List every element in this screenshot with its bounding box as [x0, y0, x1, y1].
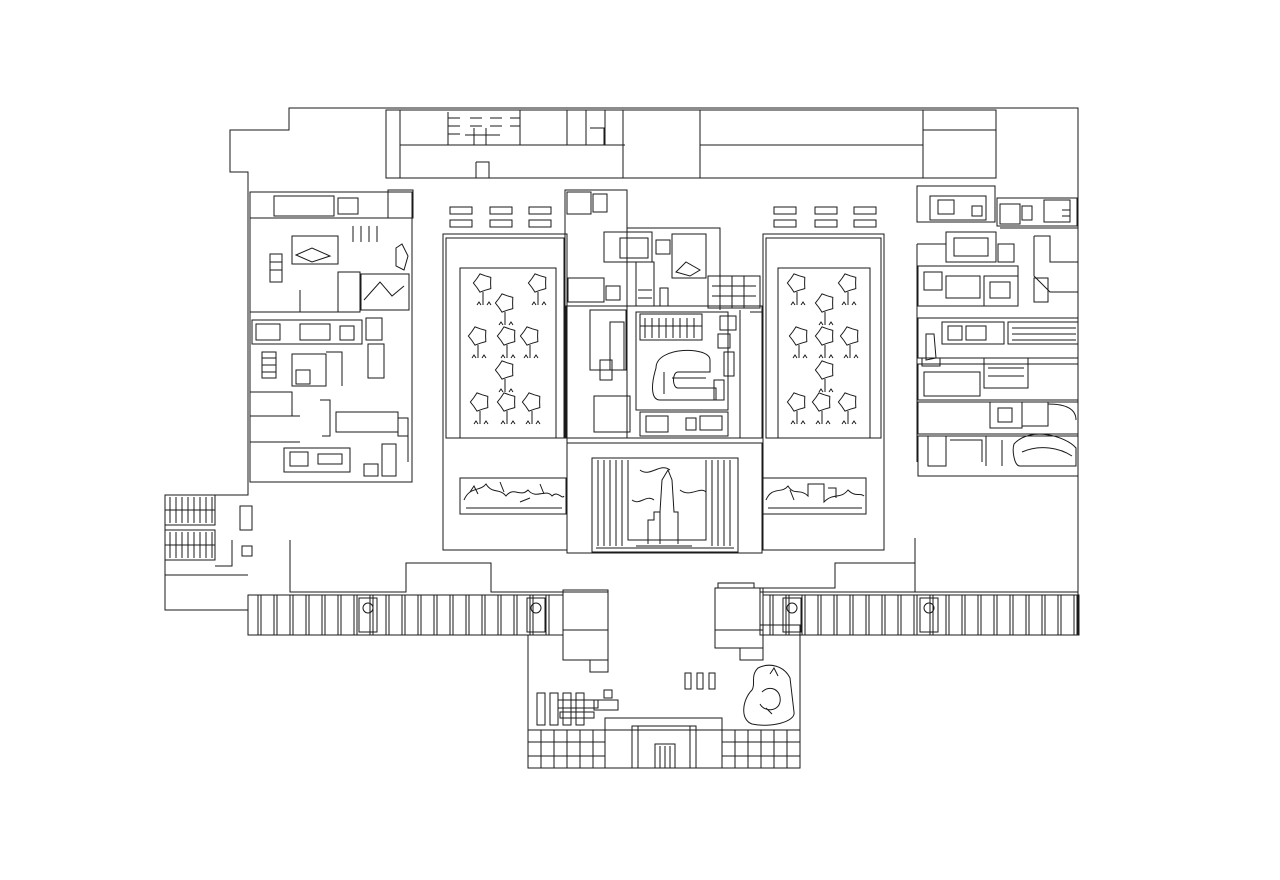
courtyard-trees — [468, 274, 858, 424]
left-gallery-wing — [250, 190, 413, 482]
right-mural-art — [766, 484, 864, 508]
facade-screen-right — [770, 595, 1077, 635]
left-stair-tower — [165, 495, 252, 575]
tree-6 — [495, 361, 513, 392]
tree-8 — [497, 393, 515, 424]
atrium-monument — [632, 468, 706, 546]
top-stair-marks — [448, 118, 604, 145]
left-mural-art — [464, 482, 564, 508]
tree-11 — [838, 274, 856, 305]
facade-emblem-mark-l2 — [531, 603, 541, 613]
tree-10 — [787, 274, 805, 305]
tree-13 — [789, 327, 807, 358]
tree-17 — [787, 393, 805, 424]
tree-12 — [815, 294, 833, 325]
tree-3 — [468, 327, 486, 358]
facade-emblem-right-1 — [783, 598, 801, 632]
tree-7 — [470, 393, 488, 424]
atrium-columns — [598, 460, 730, 546]
plan-linework — [165, 108, 1079, 768]
tree-2 — [495, 294, 513, 325]
facade-emblem-mark-r2 — [924, 603, 934, 613]
facade-emblem-mark-l1 — [363, 603, 373, 613]
atrium-steps — [592, 548, 738, 552]
top-service-block — [386, 110, 996, 178]
tree-1 — [528, 274, 546, 305]
right-garden-bed — [778, 268, 870, 438]
tree-16 — [815, 361, 833, 392]
right-courtyard-wall — [763, 234, 884, 550]
facade-screen-left — [258, 595, 549, 635]
tree-4 — [497, 327, 515, 358]
facade-emblem-mark-r1 — [787, 603, 797, 613]
entrance-corridor-right — [763, 595, 1079, 635]
left-mural-panel — [460, 478, 566, 514]
inner-bottom-wall — [290, 538, 915, 660]
right-mural-panel — [762, 478, 866, 514]
atrium-feature — [592, 458, 738, 552]
tree-9 — [522, 393, 540, 424]
benches — [450, 207, 876, 227]
tree-19 — [838, 393, 856, 424]
facade-emblem-left-2 — [527, 598, 545, 632]
left-courtyard-wall — [443, 234, 567, 550]
tree-0 — [473, 274, 491, 305]
facade-emblem-left-1 — [359, 598, 377, 632]
tree-15 — [840, 327, 858, 358]
central-gallery — [565, 190, 762, 438]
entrance-hall — [528, 583, 800, 768]
tree-14 — [815, 327, 833, 358]
tree-5 — [520, 327, 538, 358]
top-service-partitions — [400, 110, 996, 178]
tree-18 — [812, 393, 830, 424]
facade-emblem-right-2 — [920, 598, 938, 632]
left-garden-bed — [460, 268, 556, 438]
central-atrium — [567, 443, 762, 553]
right-gallery-wing — [917, 186, 1078, 476]
